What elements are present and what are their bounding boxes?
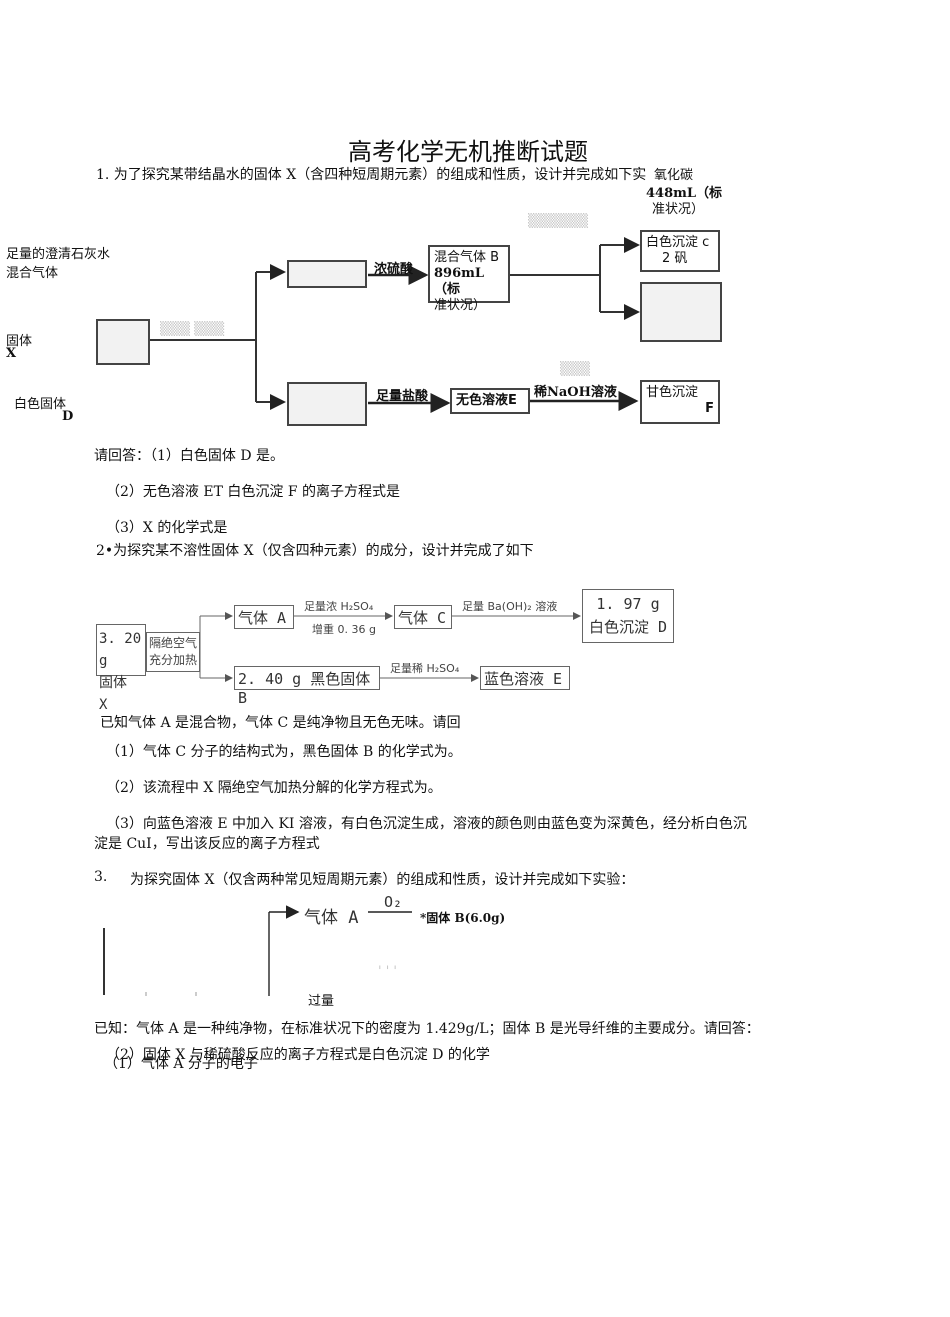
q2-mass-gain: 增重 0. 36 g [312,623,376,636]
q1-white-ppt-c-label: 白色沉淀 c [646,235,710,250]
q1-white-ppt-c-mass: 2 矾 [662,251,688,266]
q3-gas-a: 气体 A [304,908,359,928]
q1-colorless-e-box: 无色溶液E [450,388,530,414]
q1-blurred-mass: ▒▒▒ [560,362,590,377]
q2-solid-x-mass: 3. 20 g [99,631,142,669]
q1-mixed-gas-b-volume: 896mL（标 [434,266,485,297]
q1-blurred-reagent: ▒▒▒▒▒▒ [528,214,588,229]
q2-ppt-d-mass: 1. 97 g [596,595,660,613]
q1-top-gas-name: 氧化碳 [654,168,694,183]
q1-white-ppt-f-box: 甘色沉淀 F [640,380,720,424]
q2-sub2: （2）该流程中 X 隔绝空气加热分解的化学方程式为。 [106,780,442,796]
q3-faint-mark: ' ' ' [378,964,397,979]
q2-reagent-conc-h2so4: 足量浓 H₂SO₄ [304,600,374,613]
q1-mixed-gas-b-box: 混合气体 B 896mL（标 准状况） [428,245,510,313]
q1-sub3: （3）X 的化学式是 [106,520,228,536]
q1-gas-box [287,260,367,288]
q3-known: 已知：气体 A 是一种纯净物，在标准状况下的密度为 1.429g/L；固体 B … [94,1021,760,1037]
q2-reagent-baoh: 足量 Ba(OH)₂ 溶液 [462,600,558,613]
q2-blue-e-label: 蓝色溶液 E [484,670,563,688]
q2-black-b-label: 2. 40 g 黑色固体 B [238,670,371,707]
q1-side-label: D [62,409,74,424]
page-title: 高考化学无机推断试题 [348,138,588,166]
q2-reagent-dil-h2so4: 足量稀 H₂SO₄ [390,662,460,675]
q1-blurred-condition: ▒▒▒ ▒▒▒ [160,322,225,337]
q1-mixed-gas-b-label: 混合气体 B [434,250,500,265]
q2-sub3-line1: （3）向蓝色溶液 E 中加入 KI 溶液，有白色沉淀生成，溶液的颜色则由蓝色变为… [106,816,747,832]
q1-blurred-box [640,282,722,342]
q1-side-label: 固体 [6,334,33,349]
q2-gas-a-label: 气体 A [238,609,287,627]
q2-heat-box: 隔绝空气 充分加热 [146,632,200,672]
q3-sub1: （1）气体 A 分子的电子 [104,1056,258,1072]
q1-reagent-conc-h2so4: 浓硫酸 [374,262,414,277]
q1-side-label: 混合气体 [6,266,59,281]
q2-solid-x-box: 3. 20 g 固体 X [96,624,146,713]
q1-sub2: （2）无色溶液 ET 白色沉淀 F 的离子方程式是 [106,484,400,500]
q1-white-ppt-f-letter: F [705,401,714,416]
q2-gas-a-box: 气体 A [234,605,294,629]
q1-solid-x-box [96,319,150,365]
q2-blue-e-box: 蓝色溶液 E [480,666,570,690]
q1-colorless-e-label: 无色溶液E [456,393,517,408]
q3-intro: 为探究固体 X（仅含两种常见短周期元素）的组成和性质，设计并完成如下实验： [130,872,635,888]
q2-solid-x-name: 固体 X [99,675,127,713]
q3-solid-b: *固体 B(6.0g) [420,911,506,925]
q1-white-ppt-c-box: 白色沉淀 c 2 矾 [640,230,720,272]
q1-side-label: 足量的澄清石灰水 [6,247,111,262]
q3-filter: 过量 [308,994,335,1009]
q1-solid-d-box [287,382,367,426]
q2-white-ppt-d-box: 1. 97 g 白色沉淀 D [582,589,674,643]
q2-black-b-box: 2. 40 g 黑色固体 B [234,666,380,707]
q1-mixed-gas-b-cond: 准状况） [434,298,487,313]
q3-sub2: （2）固体 X 与稀硫酸反应的离子方程式是白色沉淀 D 的化学 [106,1047,490,1063]
q1-top-gas-volume: 448mL（标 [646,186,723,201]
q1-side-label: 白色固体 [14,397,67,412]
q3-o2: O₂ [384,893,403,911]
q1-side-label: X [6,346,17,361]
q1-intro: 1. 为了探究某带结晶水的固体 X（含四种短周期元素）的组成和性质，设计并完成如… [96,167,647,183]
q1-reagent-naoh: 稀NaOH溶液 [534,385,617,400]
q1-white-ppt-f-label: 甘色沉淀 [646,385,699,400]
q2-gas-c-label: 气体 C [398,609,447,627]
q2-sub1: （1）气体 C 分子的结构式为，黑色固体 B 的化学式为。 [106,744,462,760]
q2-heat-l2: 充分加热 [149,653,198,667]
q2-gas-c-box: 气体 C [394,605,452,629]
q1-prompt: 请回答：（1）白色固体 D 是。 [94,448,285,464]
q2-heat-l1: 隔绝空气 [149,636,198,650]
q3-number: 3. [94,869,108,885]
q2-ppt-d-name: 白色沉淀 D [588,618,668,636]
q2-sub3-line2: 淀是 CuI，写出该反应的离子方程式 [94,836,320,852]
q1-reagent-hcl: 足量盐酸 [376,389,429,404]
